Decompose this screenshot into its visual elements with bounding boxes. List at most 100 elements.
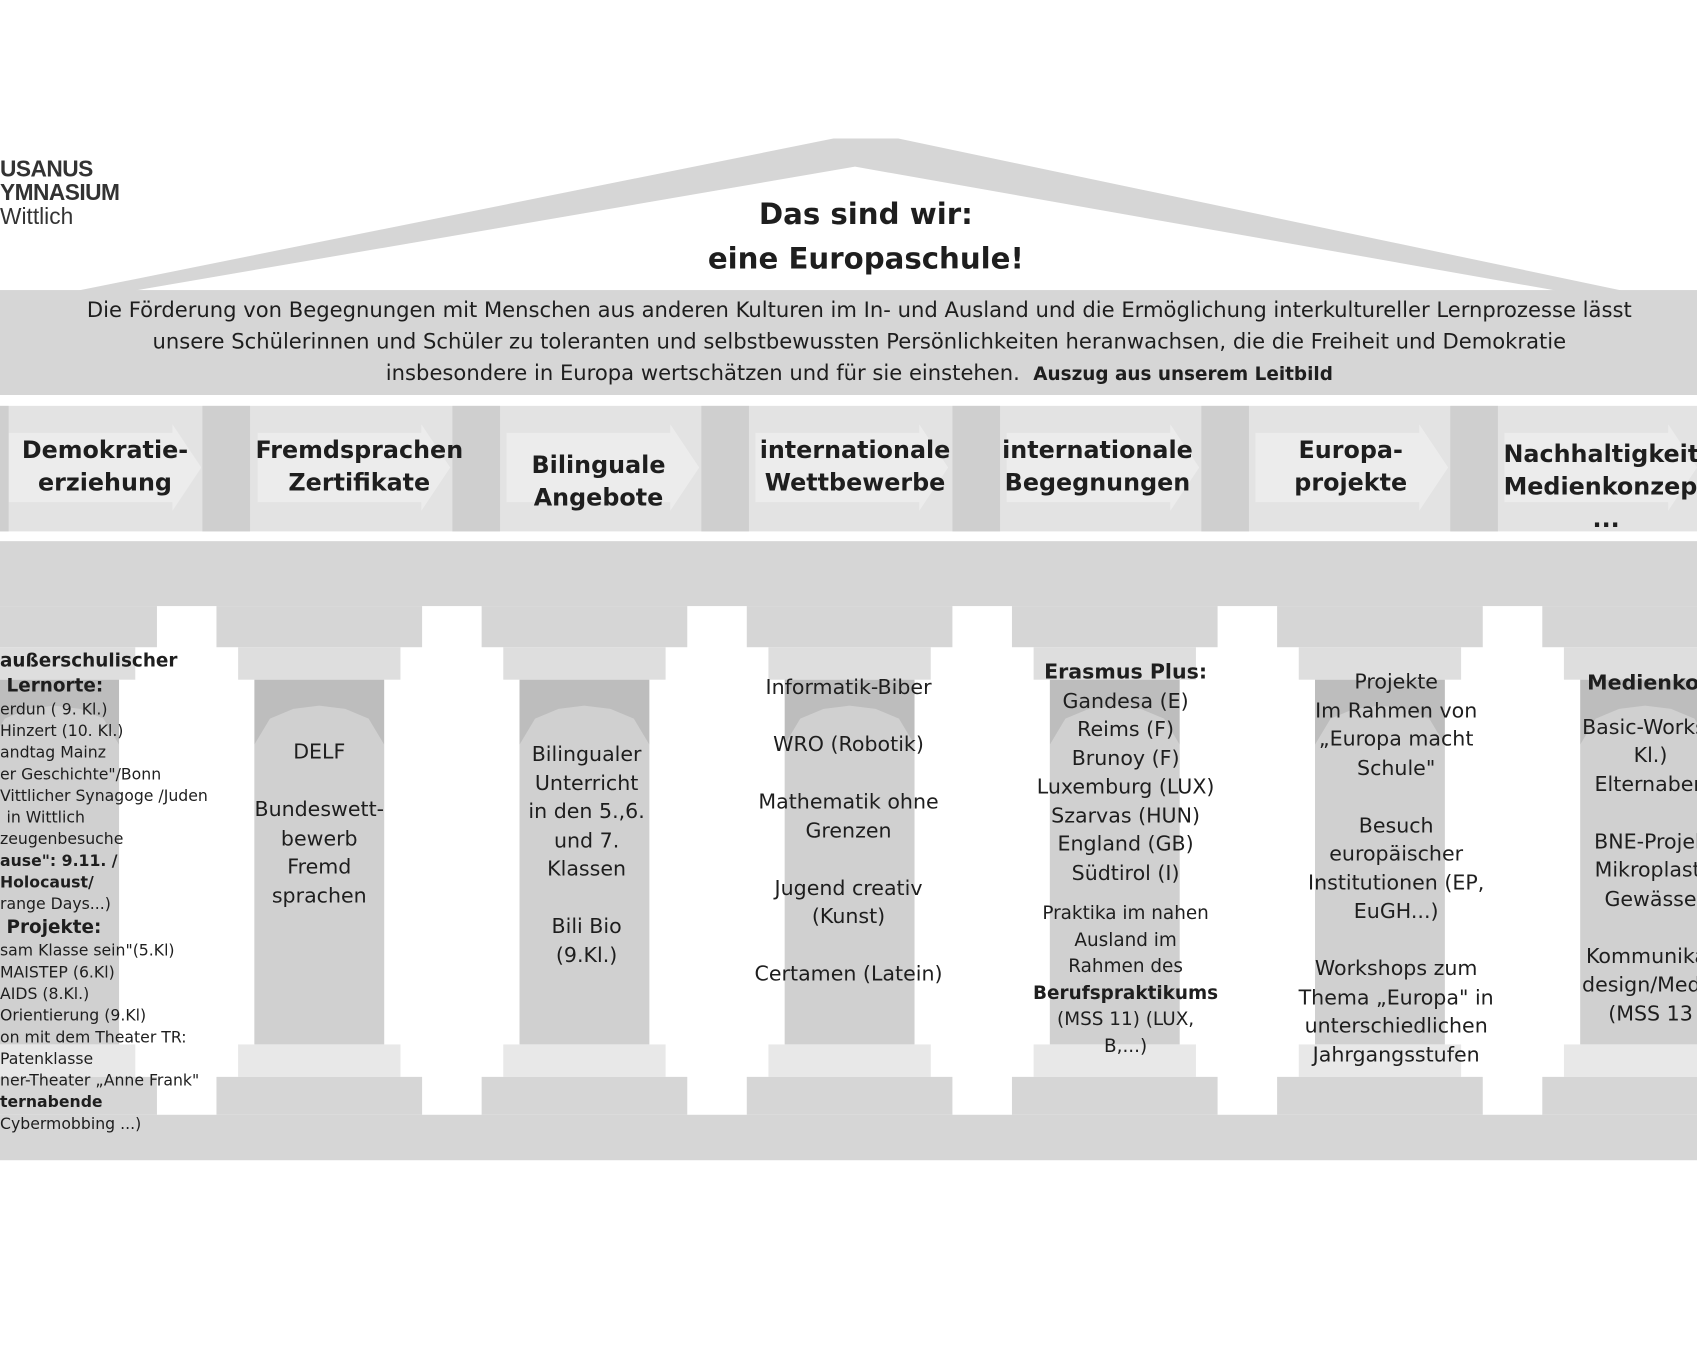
column-text-line: Kommunikat (1585, 944, 1697, 969)
title-line: Das sind wir: (758, 198, 973, 232)
column-text-line (740, 845, 956, 874)
column-part (503, 647, 666, 680)
column-text-line: Medienkon (1587, 671, 1697, 695)
column-part (238, 647, 401, 680)
page-title: Das sind wir: eine Europaschule! (606, 193, 1126, 282)
column-part (503, 1044, 666, 1077)
pillar-heading-nachhaltigkeit: Nachhaltigkeit:Medienkonzept... (1498, 429, 1697, 548)
heading-line: Begegnungen (1004, 469, 1191, 497)
column-text-line: „Europa macht (1318, 727, 1474, 752)
column-part (0, 1076, 157, 1115)
column-part (0, 1044, 136, 1077)
column-text-line (1537, 799, 1697, 828)
column-part (1011, 1076, 1218, 1115)
column-text-line: Informatik-Biber (765, 675, 932, 700)
column-text-line: Thema „Europa" in (1298, 985, 1494, 1010)
column-text-line: und 7. (553, 828, 620, 853)
column-text-line: DELF (293, 740, 346, 765)
column-part (768, 1044, 931, 1077)
column-text-line: Praktika im nahen (1042, 902, 1209, 925)
heading-line: Angebote (533, 484, 664, 512)
column-part (519, 679, 650, 1045)
column-text-line: Unterricht (534, 771, 639, 795)
column-text-line: Lernorte: (6, 675, 104, 698)
column-text-line: Cybermobbing ...) (0, 1115, 142, 1134)
heading-line: erziehung (37, 469, 172, 497)
architrave (0, 541, 1697, 607)
column-text-line: Grenzen (805, 818, 892, 843)
column-part (1542, 606, 1697, 648)
column-part (0, 679, 120, 1045)
column-text-line: unterschiedlichen (1304, 1014, 1488, 1038)
column-part (1033, 1044, 1196, 1077)
column-text-line: AIDS (8.Kl.) (0, 985, 90, 1004)
column-text-line: : (1198, 660, 1208, 685)
column-text-line: Vittlicher Synagoge /Juden (0, 787, 208, 806)
column-text-line: ause": 9.11. / Holocaust/ (0, 852, 118, 892)
column-part (1298, 1044, 1462, 1077)
column-part (1049, 679, 1180, 1045)
column-text-line (1283, 783, 1510, 812)
column-text-line: Besuch (1358, 813, 1434, 838)
column-text-line (740, 759, 956, 788)
quote-line: insbesondere in Europa wertschätzen und … (385, 360, 1020, 386)
column-part (1563, 647, 1697, 680)
column-text-line: Luxemburg (LUX) (1036, 774, 1215, 799)
column-text-line (484, 884, 690, 913)
heading-line: Europa- (1298, 437, 1403, 465)
column-text-line: Patenklasse (0, 1050, 94, 1069)
column-text-line: BNE-Projek (1594, 829, 1697, 854)
column-part (481, 1076, 688, 1115)
column-text-line: Mathematik ohne (758, 790, 939, 814)
column-text-line: Jugend creativ (774, 876, 923, 900)
column-text-line: WRO (Robotik) (773, 732, 924, 757)
pillar-heading-demokratie: Demokratie-erziehung (9, 420, 202, 515)
roof (0, 138, 1697, 325)
column-text-line: B,...) (1103, 1035, 1148, 1057)
column-part (0, 606, 157, 648)
column-part (768, 647, 931, 680)
column-text-line: Jahrgangsstufen (1312, 1042, 1480, 1067)
school-logo: USANUS YMNASIUM Wittlich (0, 157, 120, 229)
column-part (1542, 1076, 1697, 1115)
column-part (1033, 647, 1196, 680)
column-text-line: Berufspraktikums (1033, 982, 1219, 1004)
column-text-line: in den 5.,6. (528, 799, 645, 824)
column-text-line: Südtirol (I) (1071, 860, 1180, 885)
column-text-line: England (GB) (1057, 832, 1194, 857)
column-text-line: EuGH...) (1353, 899, 1439, 924)
column-text-bold: Erasmus Plus (1044, 660, 1199, 685)
column-text-line: Projekte (1354, 669, 1438, 694)
column-part (746, 1076, 953, 1115)
logo-line: YMNASIUM (0, 180, 120, 206)
column-text-line: Kl.) (1633, 743, 1668, 768)
column-text-line: Im Rahmen von (1315, 698, 1478, 723)
quote-source: Auszug aus unserem Leitbild (1033, 363, 1333, 386)
column-text-line: design/Medie (1582, 972, 1697, 997)
column-text-line: Mikroplasti (1594, 858, 1697, 883)
column-part (0, 647, 136, 680)
column-part (1277, 606, 1483, 648)
column-text-line: er Geschichte"/Bonn (0, 766, 162, 784)
leitbild-quote: Die Förderung von Begegnungen mit Mensch… (22, 294, 1697, 390)
column-part (216, 606, 423, 648)
column-part (746, 606, 953, 648)
heading-line: Bilinguale (531, 452, 666, 480)
heading-line: Zertifikate (288, 469, 431, 497)
column-text-line: zeugenbesuche (0, 831, 124, 849)
column-text-line: Basic-Worksh (1582, 714, 1697, 739)
column-text-line: Elternaben (1594, 772, 1697, 797)
column-text-line (216, 767, 422, 796)
heading-line: Nachhaltigkeit: (1503, 441, 1697, 469)
column-text-line: range Days...) (0, 896, 111, 914)
quote-line: unsere Schülerinnen und Schüler zu toler… (152, 329, 1567, 354)
column-text-line: Workshops zum (1314, 956, 1478, 981)
column-text-line: Bundeswett- (254, 797, 385, 822)
column-text-line: sam Klasse sein"(5.Kl) (0, 942, 175, 961)
column-part (1314, 679, 1445, 1045)
column-part (784, 679, 915, 1045)
